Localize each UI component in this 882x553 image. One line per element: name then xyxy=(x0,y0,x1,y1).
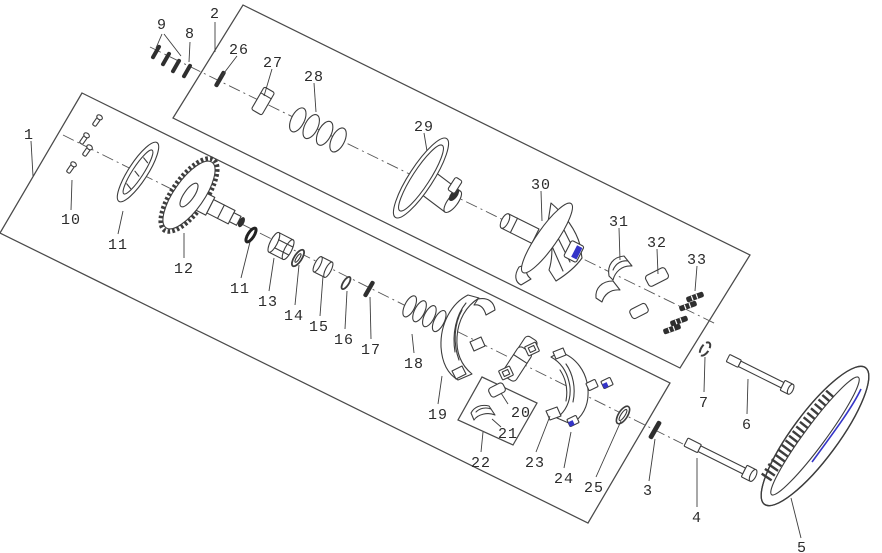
part-9-8-pins xyxy=(151,44,192,79)
part-32-sliders xyxy=(629,267,670,320)
callout-14: 14 xyxy=(284,308,304,325)
callout-10: 10 xyxy=(61,212,81,229)
part-5-drive-belt xyxy=(760,365,870,507)
callout-9: 9 xyxy=(157,17,167,34)
part-cam-spider-center xyxy=(498,335,540,382)
callout-24: 24 xyxy=(554,471,574,488)
upper-assembly-frame xyxy=(172,4,751,369)
part-21-wedge xyxy=(470,404,496,421)
callout-33: 33 xyxy=(687,252,707,269)
belt-blue-highlight xyxy=(811,388,862,463)
callout-21: 21 xyxy=(498,426,518,443)
lower-center-axis xyxy=(62,134,684,445)
callout-23: 23 xyxy=(525,455,545,472)
callout-labels: 1 2 3 4 5 6 7 8 9 10 11 12 11 13 14 15 1… xyxy=(24,6,807,553)
callout-30: 30 xyxy=(531,177,551,194)
part-25-oring xyxy=(615,405,631,425)
part-10-screws xyxy=(66,114,103,174)
callout-1: 1 xyxy=(24,127,34,144)
part-7-lock-washer xyxy=(698,341,712,357)
part-11-washer xyxy=(244,226,258,244)
part-12-toothed-pulley-shaft xyxy=(158,156,245,234)
callout-7: 7 xyxy=(699,395,709,412)
callout-4: 4 xyxy=(692,510,702,527)
callout-28: 28 xyxy=(304,69,324,86)
callout-15: 15 xyxy=(309,319,329,336)
callout-2: 2 xyxy=(210,6,220,23)
part-30-fixed-sheave-spider xyxy=(499,202,585,286)
inset-detail-frame xyxy=(457,376,538,446)
callout-20: 20 xyxy=(511,405,531,422)
callout-22: 22 xyxy=(471,455,491,472)
callout-29: 29 xyxy=(414,119,434,136)
callout-27: 27 xyxy=(263,55,283,72)
callout-6: 6 xyxy=(742,417,752,434)
part-18-spring xyxy=(402,295,447,333)
callout-11-a: 11 xyxy=(108,237,128,254)
callout-25: 25 xyxy=(584,480,604,497)
part-3-pin xyxy=(648,420,662,440)
part-33-set-screws xyxy=(663,291,704,335)
callout-31: 31 xyxy=(609,214,629,231)
callout-26: 26 xyxy=(229,42,249,59)
part-20-pad xyxy=(488,382,506,398)
part-15-collar xyxy=(312,256,334,278)
callout-32: 32 xyxy=(647,235,667,252)
part-17-pin xyxy=(363,280,375,298)
part-29-movable-sheave xyxy=(392,137,463,219)
callout-17: 17 xyxy=(361,342,381,359)
callout-3: 3 xyxy=(643,483,653,500)
callout-16: 16 xyxy=(334,332,354,349)
part-4-bolt xyxy=(683,437,758,482)
callout-8: 8 xyxy=(185,26,195,43)
leader-lines xyxy=(30,22,802,539)
part-31-cam-weights xyxy=(595,255,633,303)
part-19-clutch-shell-left xyxy=(440,294,496,381)
callout-11-b: 11 xyxy=(230,281,250,298)
part-14-washer xyxy=(291,248,305,268)
callout-18: 18 xyxy=(404,356,424,373)
lower-assembly-frame xyxy=(0,92,671,524)
part-11-fan-plate xyxy=(116,141,160,203)
callout-19: 19 xyxy=(428,407,448,424)
part-23-clutch-shell-right xyxy=(545,347,589,425)
callout-12: 12 xyxy=(174,261,194,278)
callout-5: 5 xyxy=(797,540,807,553)
part-24-clips xyxy=(566,377,614,427)
part-16-washer xyxy=(340,276,352,290)
callout-13: 13 xyxy=(258,294,278,311)
part-28-spring xyxy=(289,107,347,153)
part-27-key-block xyxy=(251,86,275,116)
part-13-bushing xyxy=(267,231,295,261)
part-6-bolt xyxy=(726,354,795,395)
